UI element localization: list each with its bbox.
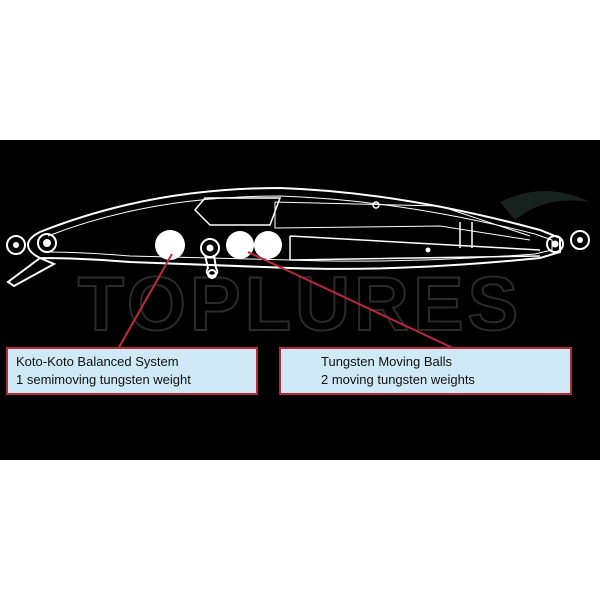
callout-moving-balls-title: Tungsten Moving Balls [321,353,570,371]
rear-hook-eye-center [552,241,559,248]
moving-tungsten-ball-1 [226,231,254,259]
callout-balanced-system-title: Koto-Koto Balanced System [16,353,256,371]
line-tie-center [13,242,19,248]
watermark-swoosh [500,191,590,220]
lure-diagram: TOPLURES [0,140,600,460]
tail-ring-center [577,237,583,243]
ball-track [290,236,540,260]
weight-chamber-frame [195,198,280,225]
moving-tungsten-ball-2 [254,231,282,259]
diagram-panel: TOPLURES [0,140,600,460]
watermark-logo: TOPLURES [78,262,522,347]
rear-divider [460,222,472,248]
callout-moving-balls: Tungsten Moving Balls 2 moving tungsten … [279,347,572,395]
pivot-dot-bottom [426,248,431,253]
callout-moving-balls-subtitle: 2 moving tungsten weights [321,371,570,389]
front-hook-eye-center [43,239,51,247]
lure-lip [8,258,54,286]
callout-balanced-system-subtitle: 1 semimoving tungsten weight [16,371,256,389]
belly-hook-eye-center [207,245,214,252]
pivot-dot-top [373,202,379,208]
callout-balanced-system: Koto-Koto Balanced System 1 semimoving t… [6,347,258,395]
